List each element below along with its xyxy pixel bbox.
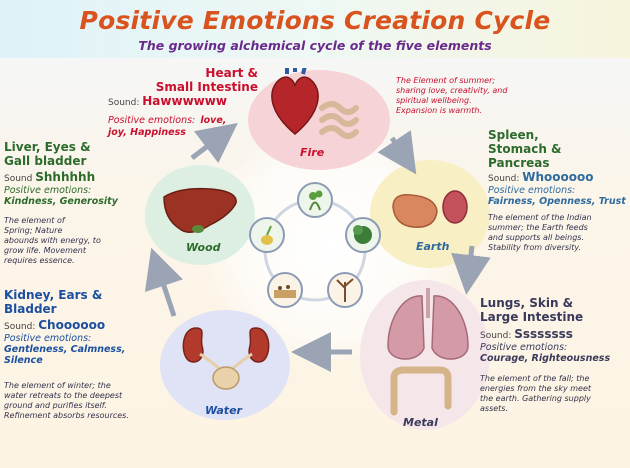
- metal-info: Lungs, Skin & Large Intestine Sound: Sss…: [480, 296, 626, 364]
- water-description: The element of winter; the water retreat…: [4, 381, 164, 421]
- fire-emotions-label: Positive emotions:: [108, 114, 196, 126]
- page-title: Positive Emotions Creation Cycle: [79, 6, 551, 35]
- fire-emotions-2: joy, Happiness: [108, 127, 186, 139]
- fire-desc-line-3: spiritual wellbeing.: [396, 96, 472, 105]
- water-desc-line-2: water retreats to the deepest: [4, 391, 123, 400]
- wood-desc-line-5: requires essence.: [4, 256, 75, 265]
- fire-description: The Element of summer; sharing love, cre…: [396, 76, 536, 116]
- inner-cycle-diagram: [249, 182, 381, 308]
- earth-info: Spleen, Stomach & Pancreas Sound: Whoooo…: [488, 128, 628, 207]
- earth-desc-line-3: and supports all beings.: [488, 233, 584, 242]
- wood-description: The element of Spring; Nature abounds wi…: [4, 216, 154, 266]
- metal-sound: Ssssssss: [514, 327, 573, 342]
- wood-info: Liver, Eyes & Gall bladder Sound Shhhhhh…: [4, 140, 154, 207]
- water-info: Kidney, Ears & Bladder Sound: Choooooo P…: [4, 288, 164, 367]
- earth-desc-line-1: The element of the Indian: [488, 213, 592, 222]
- earth-sound: Whoooooo: [522, 170, 594, 185]
- water-organ-line-2: Bladder: [4, 302, 57, 317]
- wood-emotions: Kindness, Generosity: [4, 196, 118, 208]
- wood-desc-line-2: Spring; Nature: [4, 226, 63, 235]
- arrow-earth-to-metal: [451, 245, 491, 295]
- metal-organ-line-2: Large Intestine: [480, 310, 584, 325]
- page-subtitle: The growing alchemical cycle of the five…: [138, 38, 492, 53]
- water-sound: Choooooo: [38, 318, 106, 333]
- water-organ-line-1: Kidney, Ears &: [4, 288, 103, 302]
- arrow-wood-to-fire: [190, 122, 238, 164]
- wood-label: Wood: [186, 241, 221, 254]
- earth-description: The element of the Indian summer; the Ea…: [488, 213, 626, 253]
- water-circle: [160, 310, 290, 420]
- earth-organ-line-2: Stomach &: [488, 142, 562, 157]
- lungs-illustration: [387, 288, 469, 360]
- fire-sound-prefix: Sound:: [108, 98, 140, 108]
- liver-illustration: [163, 187, 237, 233]
- metal-organ-line-1: Lungs, Skin &: [480, 296, 574, 310]
- inner-node-water: [267, 272, 303, 308]
- metal-circle: [360, 280, 490, 430]
- earth-organ-line-3: Pancreas: [488, 156, 550, 171]
- earth-emotions: Fairness, Openness, Trust: [488, 196, 626, 208]
- water-desc-line-4: Refinement absorbs resources.: [4, 411, 129, 420]
- inner-node-wood: [249, 217, 285, 253]
- water-sound-prefix: Sound:: [4, 322, 36, 333]
- wood-desc-line-4: grow life. Movement: [4, 246, 86, 255]
- water-emotions-2: Silence: [4, 355, 43, 367]
- metal-desc-line-2: energies from the sky meet: [480, 384, 591, 393]
- wood-desc-line-3: abounds with energy, to: [4, 236, 101, 245]
- stomach-illustration: [392, 190, 468, 228]
- wood-desc-line-1: The element of: [4, 216, 65, 225]
- water-desc-line-1: The element of winter; the: [4, 381, 111, 390]
- wood-organ-line-2: Gall bladder: [4, 154, 87, 169]
- inner-node-fire: [297, 182, 333, 218]
- large-intestine-illustration: [390, 366, 452, 416]
- earth-label: Earth: [416, 240, 450, 253]
- water-emotions-label: Positive emotions:: [4, 332, 92, 344]
- earth-sound-prefix: Sound:: [488, 174, 520, 185]
- metal-desc-line-4: assets.: [480, 404, 509, 413]
- earth-emotions-label: Positive emotions:: [488, 185, 576, 197]
- water-desc-line-3: ground and purifies itself.: [4, 401, 107, 410]
- wood-sound-prefix: Sound: [4, 174, 33, 185]
- water-label: Water: [205, 404, 242, 417]
- fire-label: Fire: [300, 146, 325, 159]
- fire-desc-line-1: The Element of summer;: [396, 76, 496, 85]
- inner-node-earth: [345, 217, 381, 253]
- arrow-fire-to-earth: [377, 130, 417, 175]
- metal-description: The element of the fall; the energies fr…: [480, 374, 626, 414]
- fire-info: Heart & Small Intestine: [108, 66, 258, 94]
- kidneys-illustration: [182, 327, 270, 390]
- wood-sound: Shhhhhh: [35, 170, 96, 185]
- inner-node-metal: [327, 272, 363, 308]
- water-emotions-1: Gentleness, Calmness,: [4, 344, 126, 356]
- fire-sound: Hawwwwww: [142, 94, 227, 108]
- small-intestine-illustration: [319, 101, 359, 139]
- fire-desc-line-2: sharing love, creativity, and: [396, 86, 508, 95]
- fire-organ-line-2: Small Intestine: [155, 80, 258, 95]
- fire-emotions-1: love,: [200, 114, 227, 126]
- wood-organ-line-1: Liver, Eyes &: [4, 140, 91, 154]
- fire-desc-line-4: Expansion is warmth.: [396, 106, 482, 115]
- metal-sound-prefix: Sound:: [480, 331, 512, 342]
- header-band: [0, 0, 630, 58]
- heart-illustration: [271, 68, 319, 135]
- metal-label: Metal: [403, 416, 438, 429]
- earth-desc-line-2: summer; the Earth feeds: [488, 223, 588, 232]
- earth-desc-line-4: Stability from diversity.: [488, 243, 582, 252]
- earth-organ-line-1: Spleen,: [488, 128, 539, 142]
- metal-desc-line-1: The element of the fall; the: [480, 374, 590, 383]
- wood-emotions-label: Positive emotions:: [4, 184, 92, 196]
- fire-sound-emotions: Sound: Hawwwwww Positive emotions: love,…: [108, 94, 268, 139]
- metal-emotions-label: Positive emotions:: [480, 341, 568, 353]
- arrow-water-to-wood: [144, 247, 183, 317]
- metal-desc-line-3: the earth. Gathering supply: [480, 394, 591, 403]
- metal-emotions: Courage, Righteousness: [480, 353, 611, 365]
- fire-organ-line-1: Heart &: [205, 66, 258, 80]
